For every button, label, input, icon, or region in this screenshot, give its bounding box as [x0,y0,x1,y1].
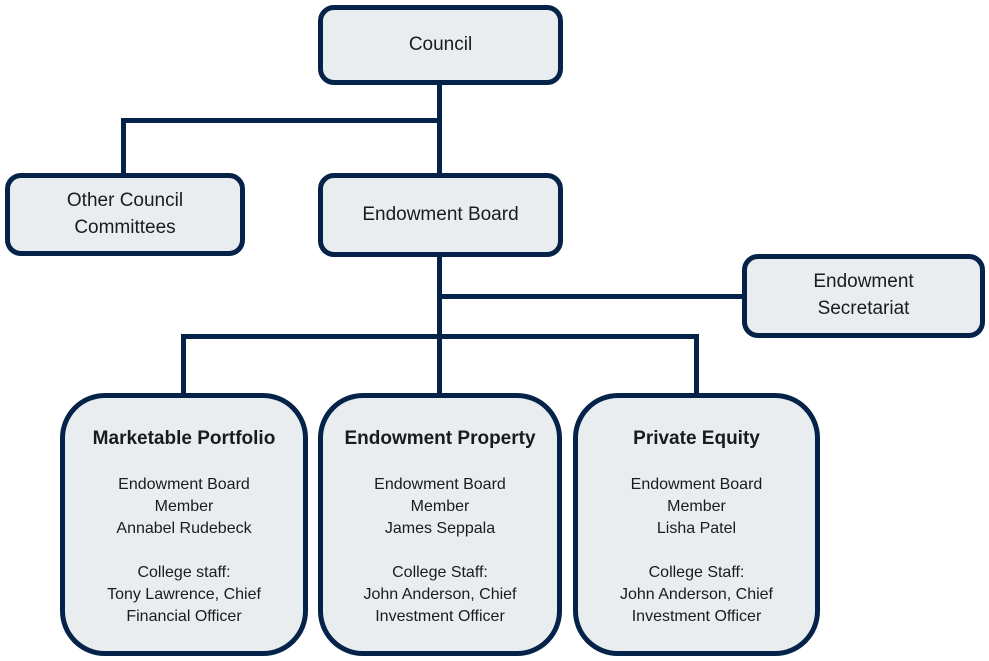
node-private-equity-body: Endowment Board Member Lisha Patel Colle… [578,474,815,628]
body-line: College Staff: [648,564,745,581]
node-endowment-secretariat: Endowment Secretariat [742,254,985,338]
node-endowment-board: Endowment Board [318,173,563,257]
body-line: Investment Officer [375,608,505,625]
body-line: John Anderson, Chief [620,586,773,603]
body-line: Tony Lawrence, Chief [107,586,261,603]
connector-to-secretariat [440,294,742,299]
connector-board-down [437,255,442,393]
body-line: Lisha Patel [656,520,737,537]
body-line: Investment Officer [631,608,762,625]
body-line [65,540,303,562]
node-other-council-committees-label: Other Council Committees [66,189,184,238]
body-line [323,540,557,562]
node-marketable-portfolio-title: Marketable Portfolio [92,428,276,449]
body-line: James Seppala [384,520,496,537]
body-line: Endowment Board [118,476,250,493]
node-other-council-committees: Other Council Committees [5,173,245,256]
connector-council-branch-left [121,118,442,123]
body-line: Annabel Rudebeck [116,520,252,537]
node-marketable-portfolio-body: Endowment Board Member Annabel Rudebeck … [65,474,303,628]
body-line: Member [667,498,726,515]
body-line: College Staff: [392,564,488,581]
node-endowment-property-title: Endowment Property [344,428,536,449]
connector-to-other-committees [121,118,126,173]
node-marketable-portfolio: Marketable Portfolio Endowment Board Mem… [60,393,308,656]
node-council: Council [318,5,563,85]
node-endowment-property-body: Endowment Board Member James Seppala Col… [323,474,557,628]
connector-bottom-horizontal [181,334,699,339]
body-line: Endowment Board [630,476,763,493]
node-private-equity: Private Equity Endowment Board Member Li… [573,393,820,656]
connector-council-to-endowment-board [437,83,442,173]
body-line: John Anderson, Chief [363,586,517,603]
body-line: College staff: [137,564,231,581]
node-council-label: Council [408,33,473,55]
node-endowment-secretariat-label: Endowment Secretariat [813,271,914,319]
body-line: Member [154,498,214,515]
body-line: Member [410,498,470,515]
body-line [578,540,815,562]
body-line: Endowment Board [374,476,506,493]
node-endowment-property: Endowment Property Endowment Board Membe… [318,393,562,656]
node-private-equity-title: Private Equity [633,428,760,449]
body-line: Financial Officer [126,608,242,625]
node-endowment-board-label: Endowment Board [362,203,519,225]
connector-to-marketable-portfolio [181,334,186,393]
connector-to-private-equity [694,334,699,393]
